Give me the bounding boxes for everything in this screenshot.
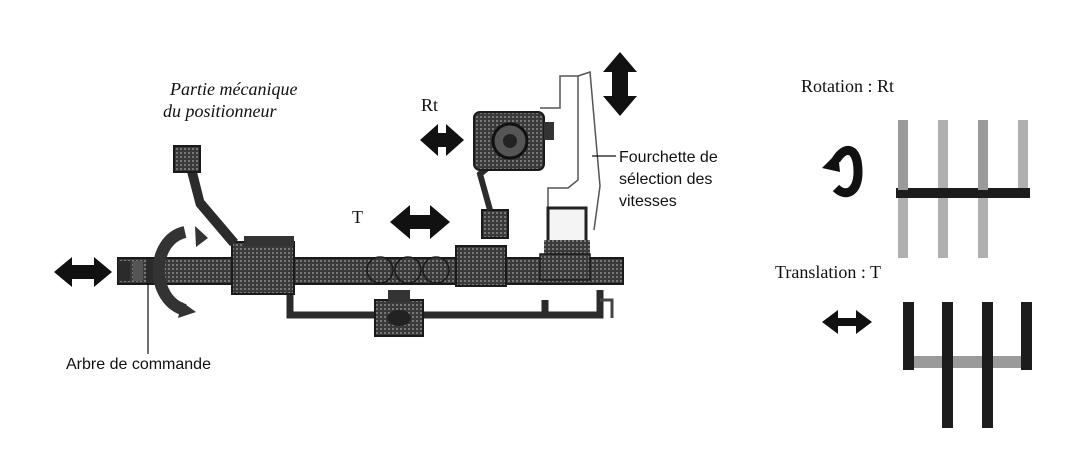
rotation-arrow-icon	[822, 145, 863, 198]
positioner-title-line2: du positionneur	[163, 101, 277, 121]
translation-title: Translation : T	[775, 262, 882, 282]
positioner-title-line1: Partie mécanique	[170, 79, 298, 99]
control-shaft-label: Arbre de commande	[66, 356, 211, 373]
translation-arrow-shaft	[54, 257, 112, 287]
rotation-schematic	[896, 120, 1030, 258]
rotation-arrow-rt	[420, 124, 464, 156]
translation-schematic	[903, 302, 1032, 428]
rotation-title: Rotation : Rt	[801, 76, 895, 96]
fork-label-line2: sélection des	[619, 171, 713, 188]
translation-arrow-icon	[822, 310, 872, 334]
fork-label-line1: Fourchette de	[619, 149, 718, 166]
control-shaft-assembly	[117, 70, 624, 337]
translation-arrow-t	[390, 205, 450, 239]
vertical-arrow	[603, 52, 637, 116]
fork-label-line3: vitesses	[619, 193, 677, 210]
fork-label: Fourchette de sélection des vitesses	[619, 147, 718, 213]
rt-label: Rt	[421, 95, 439, 115]
t-label: T	[352, 207, 363, 227]
